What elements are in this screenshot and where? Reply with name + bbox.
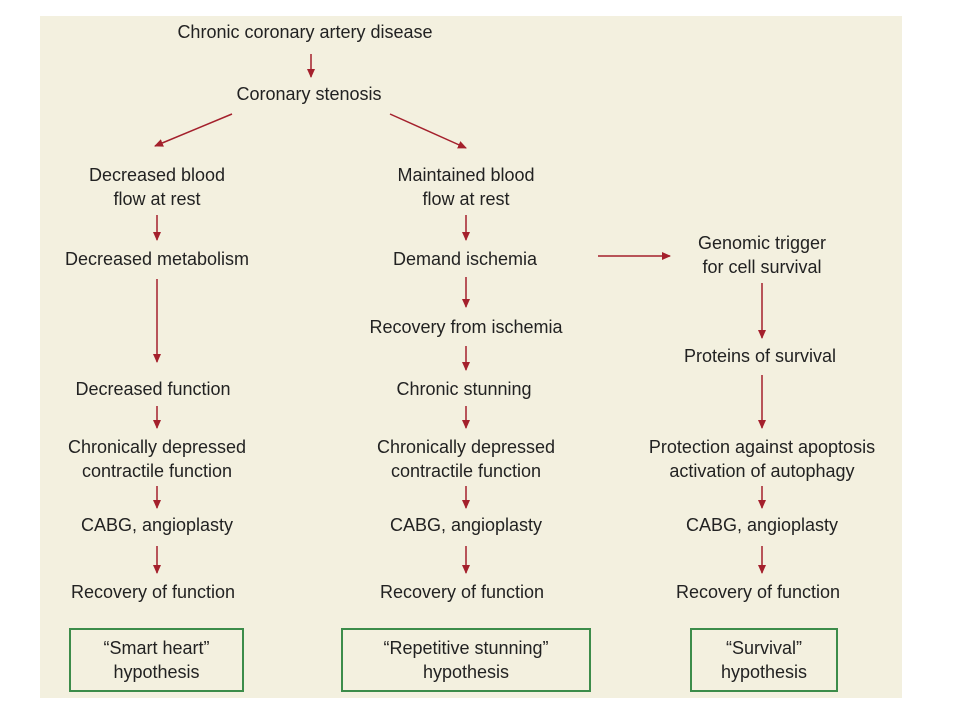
node-demand-ischemia: Demand ischemia [392, 249, 538, 269]
node-left-recovery: Recovery of function [70, 582, 236, 602]
repetitive-stunning-hypothesis-box: “Repetitive stunning”hypothesis [341, 628, 591, 692]
node-decreased-function: Decreased function [75, 379, 231, 399]
node-middle-recovery: Recovery of function [379, 582, 545, 602]
survival-hypothesis-box: “Survival”hypothesis [690, 628, 838, 692]
node-chronic-cad: Chronic coronary artery disease [177, 22, 433, 42]
node-coronary-stenosis: Coronary stenosis [236, 84, 382, 104]
node-recovery-from-ischemia: Recovery from ischemia [369, 317, 563, 337]
node-right-cabg: CABG, angioplasty [685, 515, 839, 535]
node-left-cabg: CABG, angioplasty [80, 515, 234, 535]
node-chronic-stunning: Chronic stunning [396, 379, 532, 399]
node-decreased-metabolism: Decreased metabolism [64, 249, 250, 269]
node-middle-cabg: CABG, angioplasty [389, 515, 543, 535]
node-proteins-of-survival: Proteins of survival [683, 346, 837, 366]
node-right-recovery: Recovery of function [675, 582, 841, 602]
smart-heart-hypothesis-box: “Smart heart”hypothesis [69, 628, 244, 692]
